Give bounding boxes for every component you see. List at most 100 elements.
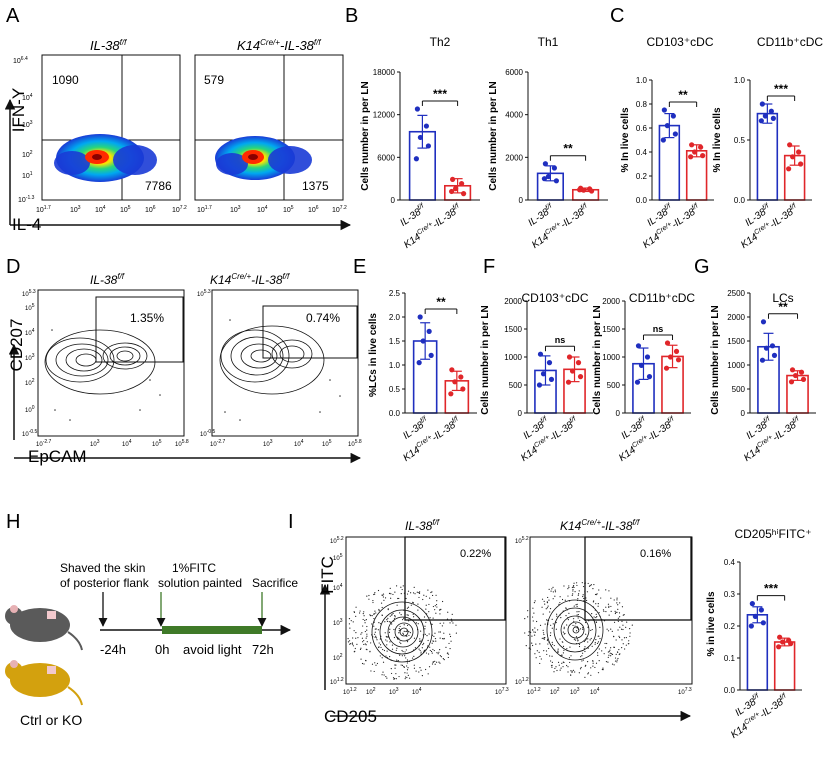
panel-h-timeline: Shaved the skin of posterior flank 1%FIT… bbox=[5, 561, 298, 728]
sig-label: ** bbox=[778, 300, 788, 314]
scatter-dot bbox=[387, 608, 389, 610]
scatter-dot bbox=[389, 656, 391, 658]
scatter-dot bbox=[435, 612, 437, 614]
scatter-dot bbox=[419, 640, 421, 642]
scatter-dot bbox=[625, 636, 627, 639]
y-tick-label: 0 bbox=[518, 409, 523, 418]
scatter-dot bbox=[615, 611, 617, 613]
scatter-dot bbox=[574, 639, 577, 641]
scatter-dot bbox=[549, 611, 551, 613]
scatter-dot bbox=[544, 603, 546, 605]
a-x-ticks: 101.7 103 104 105 106 107.2 101.7 103 10… bbox=[36, 205, 347, 214]
scatter-dot bbox=[390, 672, 393, 675]
scatter-dot bbox=[543, 600, 545, 603]
scatter-dot bbox=[592, 665, 594, 667]
scatter-dot bbox=[393, 628, 395, 631]
scatter-dot bbox=[370, 642, 372, 644]
svg-text:107.3: 107.3 bbox=[678, 687, 692, 696]
scatter-dot bbox=[573, 605, 575, 607]
data-point bbox=[644, 354, 651, 360]
svg-text:103: 103 bbox=[333, 618, 343, 627]
scatter-dot bbox=[387, 617, 389, 620]
scatter-dot bbox=[571, 670, 573, 672]
scatter-dot bbox=[534, 600, 536, 602]
scatter-dot bbox=[412, 592, 415, 594]
scatter-dot bbox=[386, 619, 388, 621]
data-point bbox=[673, 348, 680, 354]
scatter-dot bbox=[388, 631, 391, 634]
panel-letter-D: D bbox=[6, 256, 20, 278]
scatter-dot bbox=[441, 600, 444, 603]
scatter-dot bbox=[587, 582, 589, 585]
scatter-dot bbox=[417, 603, 419, 605]
scatter-dot bbox=[575, 623, 577, 625]
scatter-dot bbox=[359, 648, 362, 650]
scatter-dot bbox=[607, 630, 610, 632]
scatter-dot bbox=[581, 582, 583, 584]
scatter-dot bbox=[376, 639, 378, 641]
scatter-dot bbox=[594, 641, 596, 644]
data-point bbox=[540, 371, 547, 377]
scatter-dot bbox=[450, 640, 452, 642]
scatter-dot bbox=[557, 648, 559, 650]
bar-ctrl bbox=[756, 112, 779, 201]
scatter-dot bbox=[403, 592, 406, 594]
scatter-dot bbox=[447, 652, 449, 654]
scatter-dot bbox=[434, 605, 436, 607]
scatter-dot bbox=[590, 637, 592, 640]
scatter-dot bbox=[566, 648, 568, 650]
scatter-dot bbox=[434, 663, 436, 665]
d-x-axis-label: EpCAM bbox=[28, 447, 87, 466]
scatter-dot bbox=[406, 659, 409, 661]
data-point bbox=[748, 623, 754, 629]
scatter-dot bbox=[398, 627, 400, 630]
y-tick-label: 0.5 bbox=[389, 385, 401, 394]
scatter-dot bbox=[555, 666, 557, 668]
scatter-dot bbox=[427, 673, 429, 675]
scatter-dot bbox=[524, 632, 526, 634]
scatter-dot bbox=[594, 643, 596, 645]
scatter-dot bbox=[626, 621, 628, 623]
scatter-dot bbox=[373, 625, 375, 627]
scatter-dot bbox=[610, 653, 613, 655]
scatter-dot bbox=[577, 617, 579, 619]
y-axis-label: Cells number in per LN bbox=[488, 81, 499, 190]
scatter-dot bbox=[550, 590, 552, 592]
scatter-dot bbox=[406, 635, 408, 637]
data-point bbox=[452, 379, 458, 385]
scatter-dot bbox=[408, 634, 410, 637]
scatter-dot bbox=[393, 678, 395, 680]
scatter-dot bbox=[374, 636, 376, 638]
scatter-dot bbox=[373, 617, 375, 620]
data-point bbox=[417, 134, 423, 141]
scatter-dot bbox=[434, 609, 436, 611]
scatter-dot bbox=[386, 677, 388, 679]
scatter-dot bbox=[592, 660, 594, 662]
scatter-dot bbox=[435, 603, 438, 606]
scatter-dot bbox=[393, 636, 396, 639]
scatter-dot bbox=[386, 640, 388, 642]
scatter-dot bbox=[431, 591, 433, 593]
sig-label: ** bbox=[678, 88, 688, 102]
scatter-dot bbox=[580, 656, 582, 658]
scatter-dot bbox=[534, 631, 536, 633]
scatter-dot bbox=[432, 648, 434, 651]
a-right-plot bbox=[194, 54, 344, 201]
scatter-dot bbox=[406, 641, 409, 643]
scatter-dot bbox=[421, 647, 423, 649]
scatter-dot bbox=[413, 586, 415, 588]
scatter-dot bbox=[364, 622, 366, 624]
scatter-dot bbox=[407, 590, 410, 592]
data-point bbox=[453, 186, 459, 192]
scatter-dot bbox=[563, 661, 565, 664]
y-tick-label: 1000 bbox=[727, 361, 745, 370]
data-point bbox=[787, 142, 793, 148]
scatter-dot bbox=[597, 635, 599, 637]
h-step1-l2: of posterior flank bbox=[60, 576, 150, 590]
h-avoid-light: avoid light bbox=[183, 642, 242, 657]
scatter-dot bbox=[616, 611, 618, 613]
panel-letter-B: B bbox=[345, 5, 358, 27]
scatter-dot bbox=[447, 656, 449, 659]
scatter-dot bbox=[589, 584, 591, 587]
scatter-dot bbox=[544, 623, 546, 625]
